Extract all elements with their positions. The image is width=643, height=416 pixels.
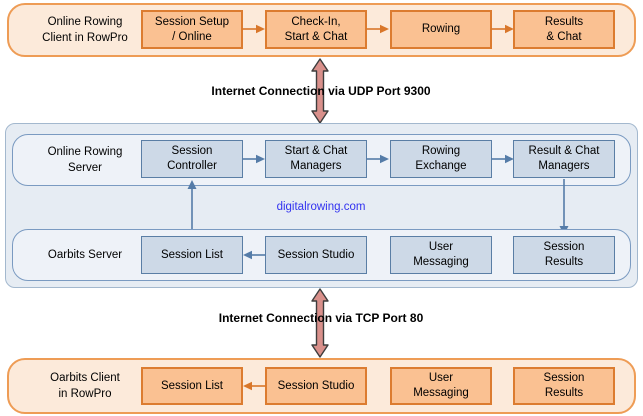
box-user-messaging-client: User Messaging <box>390 367 492 405</box>
box-session-studio-server: Session Studio <box>265 236 367 274</box>
box-result-chat-managers: Result & Chat Managers <box>513 140 615 178</box>
box-rowing: Rowing <box>390 10 492 49</box>
group-label-oarbits-client: Oarbits Client in RowPro <box>50 371 120 400</box>
watermark-digitalrowing: digitalrowing.com <box>276 201 366 213</box>
box-start-chat-managers: Start & Chat Managers <box>265 140 367 178</box>
up-arrow-icon <box>187 180 197 236</box>
box-session-results-client: Session Results <box>513 367 615 405</box>
right-arrow-icon <box>491 24 514 34</box>
box-session-list-server: Session List <box>141 236 243 274</box>
udp-connection-label: Internet Connection via UDP Port 9300 <box>211 84 431 98</box>
right-arrow-icon <box>366 24 389 34</box>
box-session-results-server: Session Results <box>513 236 615 274</box>
box-checkin-start-chat: Check-In, Start & Chat <box>265 10 367 49</box>
group-label-oarbits-server: Oarbits Server <box>47 248 123 261</box>
down-arrow-icon <box>559 179 569 235</box>
box-session-list-client: Session List <box>141 367 243 405</box>
left-arrow-icon <box>243 250 266 260</box>
box-session-studio-client: Session Studio <box>265 367 367 405</box>
box-rowing-exchange: Rowing Exchange <box>390 140 492 178</box>
right-arrow-icon <box>491 154 514 164</box>
box-user-messaging-server: User Messaging <box>390 236 492 274</box>
tcp-double-arrow-icon <box>311 288 329 358</box>
right-arrow-icon <box>242 154 265 164</box>
box-results-chat: Results & Chat <box>513 10 615 49</box>
box-session-setup-online: Session Setup / Online <box>141 10 243 49</box>
group-label-online-rowing-client: Online Rowing Client in RowPro <box>42 15 128 44</box>
box-session-controller: Session Controller <box>141 140 243 178</box>
left-arrow-icon <box>243 381 266 391</box>
right-arrow-icon <box>242 24 265 34</box>
right-arrow-icon <box>366 154 389 164</box>
group-label-online-rowing-server: Online Rowing Server <box>47 145 123 174</box>
tcp-connection-label: Internet Connection via TCP Port 80 <box>218 311 424 325</box>
